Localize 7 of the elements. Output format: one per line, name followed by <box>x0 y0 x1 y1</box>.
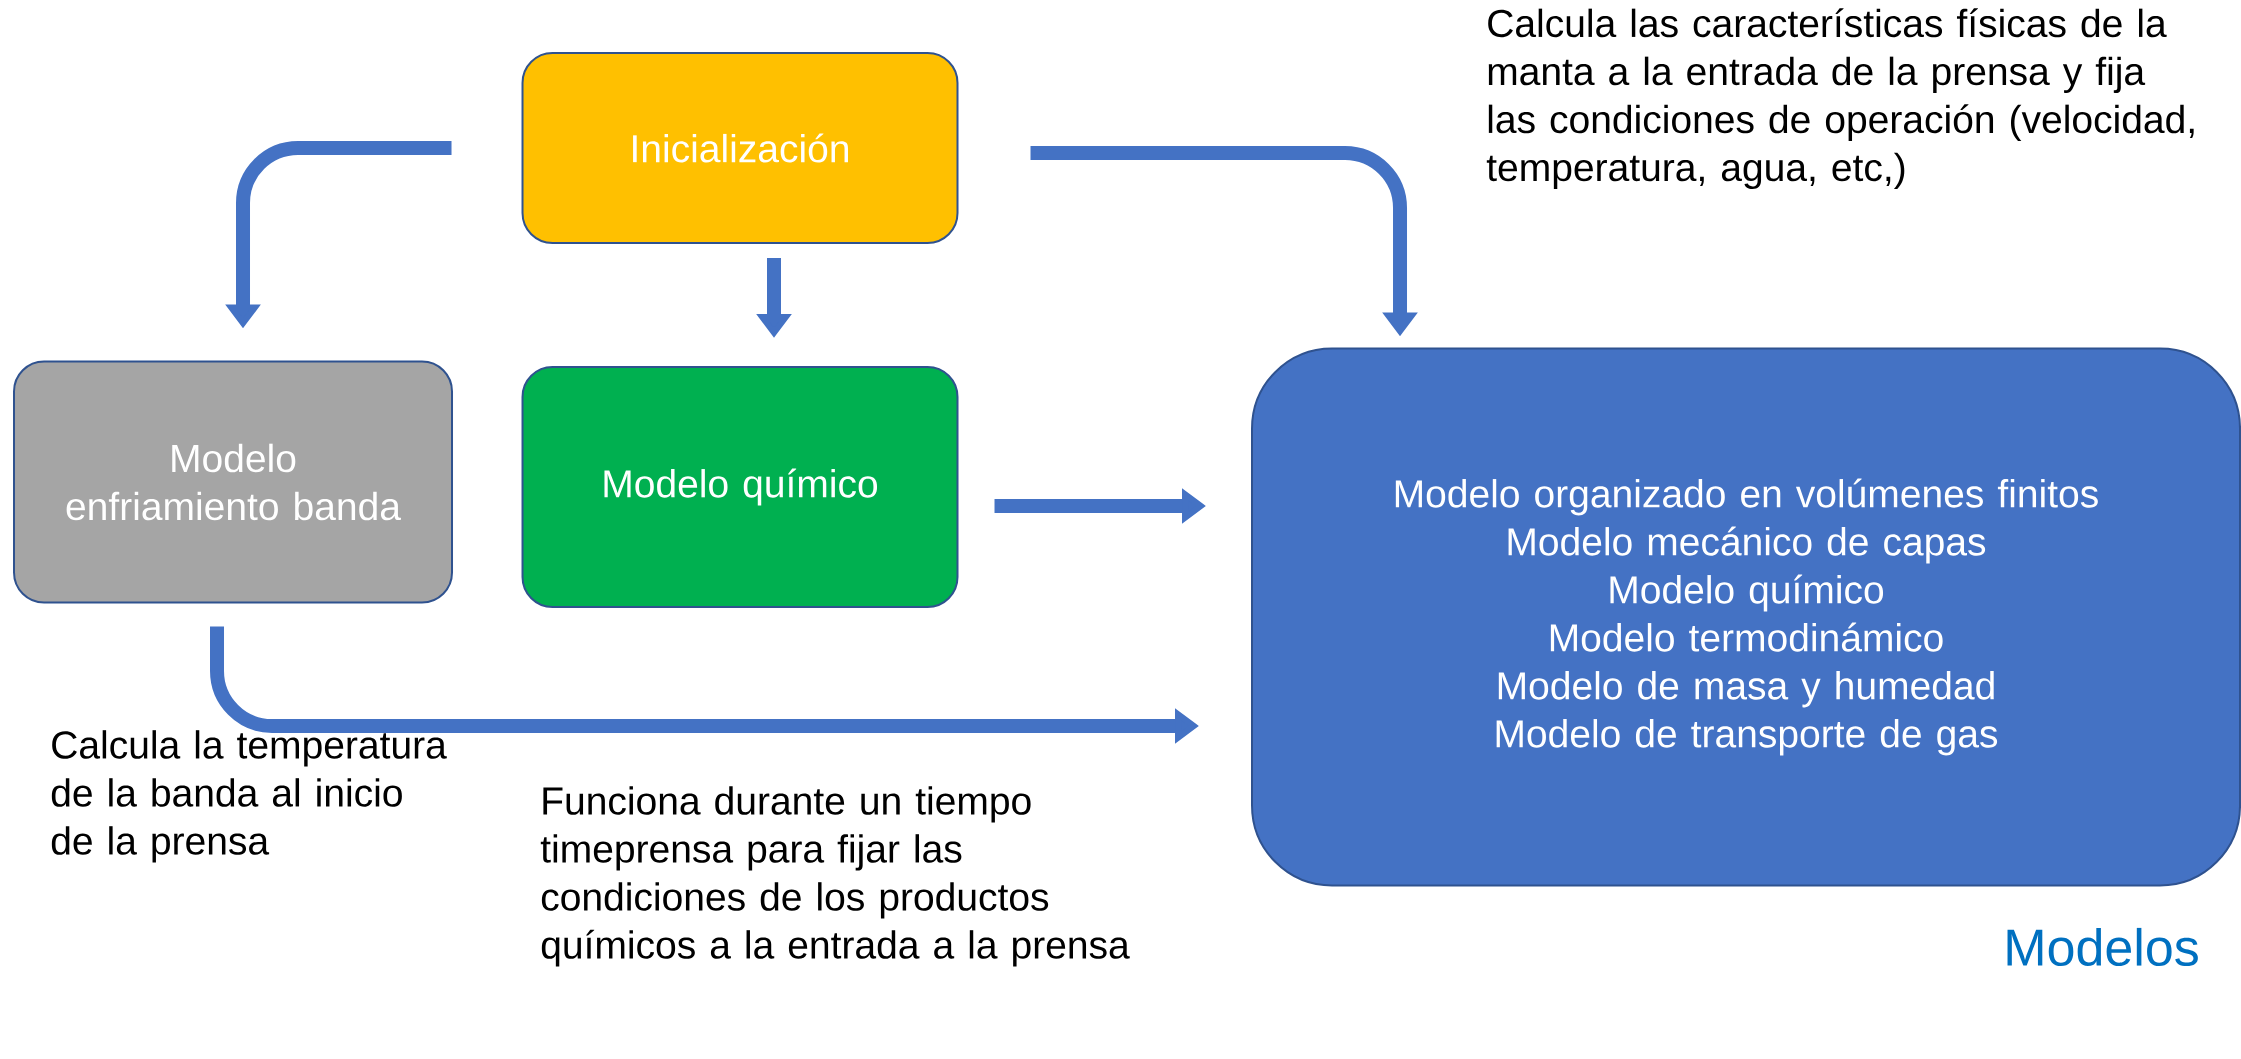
note-text: Funciona durante un tiempo timeprensa para fijar las condiciones de los productos químicos a la entrada a la prensa <box>540 786 1130 967</box>
note-text: Calcula las características físicas de la manta a la entrada de la prensa y fija las condiciones de operación (velocidad, temperatura, agua, etc,) <box>1486 8 2194 189</box>
process-box: Inicialización <box>521 52 959 244</box>
note-text: Calcula la temperatura de la banda al inicio de la prensa <box>51 730 447 863</box>
model-box: Modelo organizado en volúmenes finitos Modelo mecánico de capas Modelo químico Modelo termodinámico Modelo de masa y humedad Modelo de transporte de gas <box>1251 347 2241 887</box>
process-box: Modelo químico <box>521 366 959 608</box>
process-box: Modelo enfriamiento banda <box>13 360 453 604</box>
